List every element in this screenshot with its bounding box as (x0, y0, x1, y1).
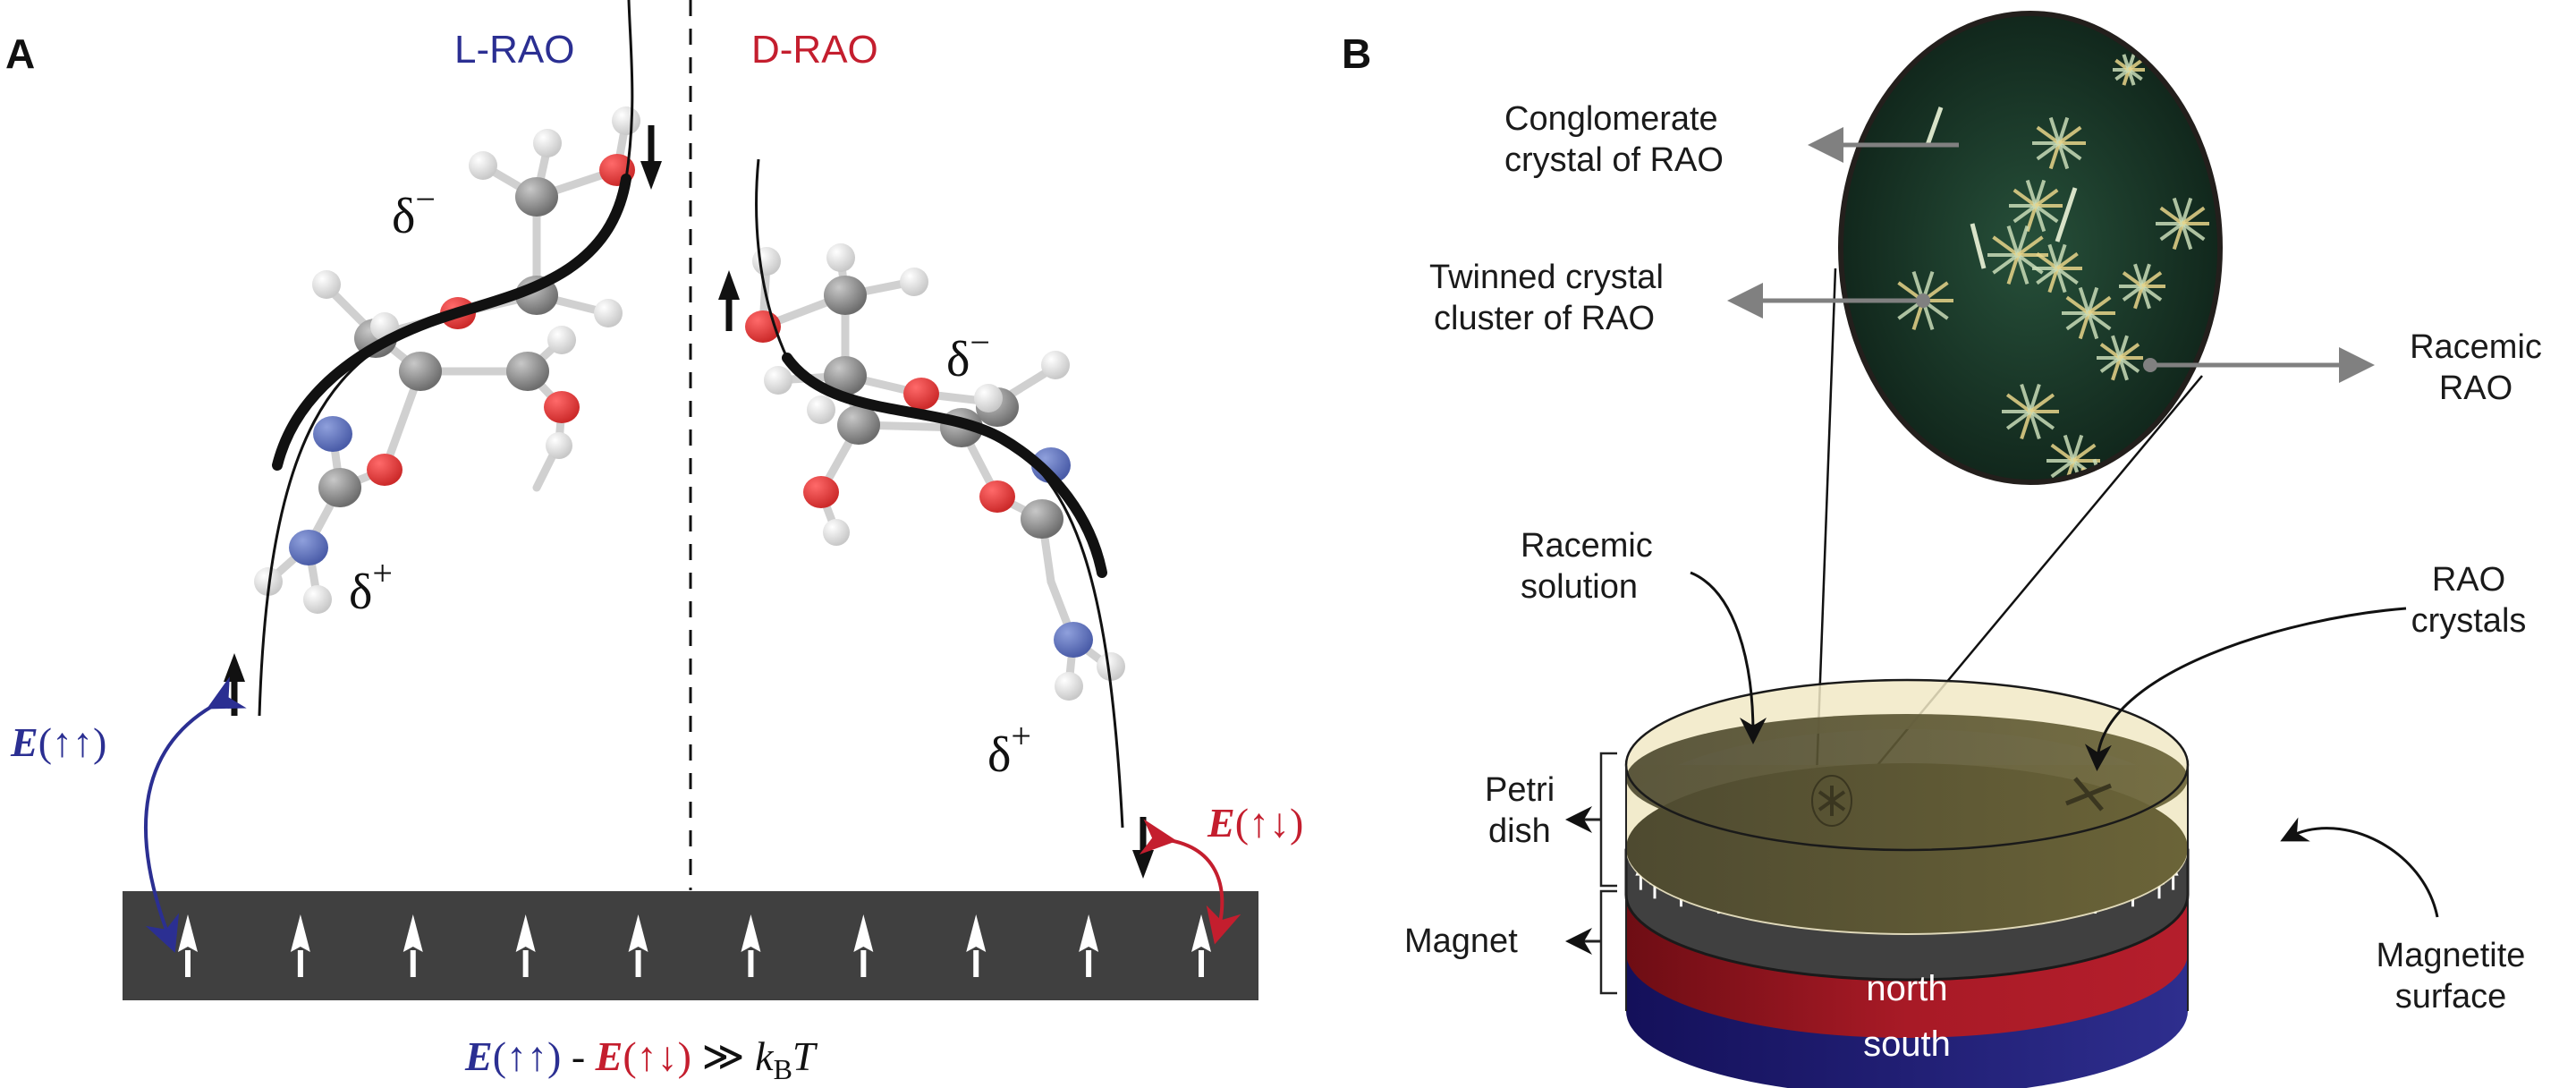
panel-b-letter: B (1342, 30, 1371, 77)
surface-spin-arrow (1079, 914, 1099, 977)
crystal-cluster (1987, 225, 2048, 285)
surface-spin-arrow (515, 914, 536, 977)
crystal-cluster (2032, 243, 2082, 293)
magnetite-surface-arrow (2280, 817, 2439, 918)
crystal-cluster (2009, 179, 2063, 233)
needle-crystal (2055, 187, 2078, 242)
crystal-surface (1626, 714, 2188, 843)
magnetic-surface (123, 891, 1258, 1000)
l-rao-helix-thick (272, 174, 631, 471)
parallel-energy-arrow (143, 676, 247, 953)
panel-a: A L-RAO D-RAO (5, 0, 1303, 1085)
magnet-bracket (1599, 889, 1617, 995)
magnet-label: Magnet (1404, 922, 1518, 960)
antiparallel-energy-arrow (1139, 819, 1241, 945)
crystal-cluster (2032, 116, 2086, 170)
south-label: south (1863, 1024, 1951, 1064)
rao-crystals-arrow (2084, 607, 2407, 771)
surface-spin-arrow (402, 914, 423, 977)
energy-inequality-equation: E(↑↑) - E(↑↓) ≫ kBT (464, 1033, 818, 1085)
north-label: north (1866, 969, 1947, 1008)
d-rao-title: D-RAO (751, 28, 878, 72)
d-rao-helix-thick (782, 353, 1107, 578)
star-crystal (1818, 786, 1846, 816)
crystal-cluster (2119, 263, 2165, 310)
surface-spin-arrow (741, 914, 761, 977)
l-rao-delta-minus: δ− (392, 179, 436, 244)
surface-spin-arrow (290, 914, 310, 977)
crystal-cluster (2156, 197, 2209, 251)
surface-spin-arrow (966, 914, 987, 977)
d-rao-delta-minus: δ− (946, 322, 990, 387)
petri-bracket (1599, 752, 1617, 888)
highlighted-crystal-circle (1811, 775, 1852, 827)
l-rao-molecule (254, 106, 640, 614)
l-rao-spin-up-arrow (224, 653, 245, 716)
d-rao-spin-up-arrow (718, 270, 740, 331)
l-rao-title: L-RAO (454, 28, 574, 72)
crystal-cluster (2097, 335, 2143, 381)
surface-spin-arrow (853, 914, 874, 977)
racemic-solution-arrow (1690, 571, 1767, 744)
crystal-cluster (2002, 383, 2059, 440)
d-rao-delta-plus: δ+ (987, 716, 1031, 783)
l-rao-delta-plus: δ+ (349, 553, 393, 620)
l-rao-spin-down-arrow (640, 125, 662, 190)
needle-crystal (1925, 106, 1944, 146)
surface-spin-arrow (628, 914, 648, 977)
petri-magnet-stack (1624, 678, 2190, 1088)
parallel-energy-label: E(↑↑) (10, 719, 106, 765)
needle-crystal (1970, 223, 1987, 269)
antiparallel-energy-label: E(↑↓) (1207, 800, 1303, 846)
solution-band (1626, 680, 2188, 814)
panel-a-letter: A (5, 30, 35, 77)
d-rao-spin-down-arrow (1132, 817, 1154, 879)
crystal-micrograph (1838, 11, 2223, 485)
d-rao-molecule (745, 243, 1125, 701)
crystal-cluster (2062, 286, 2115, 340)
crystal-cluster (2113, 54, 2145, 86)
cross-crystal (2065, 777, 2112, 812)
